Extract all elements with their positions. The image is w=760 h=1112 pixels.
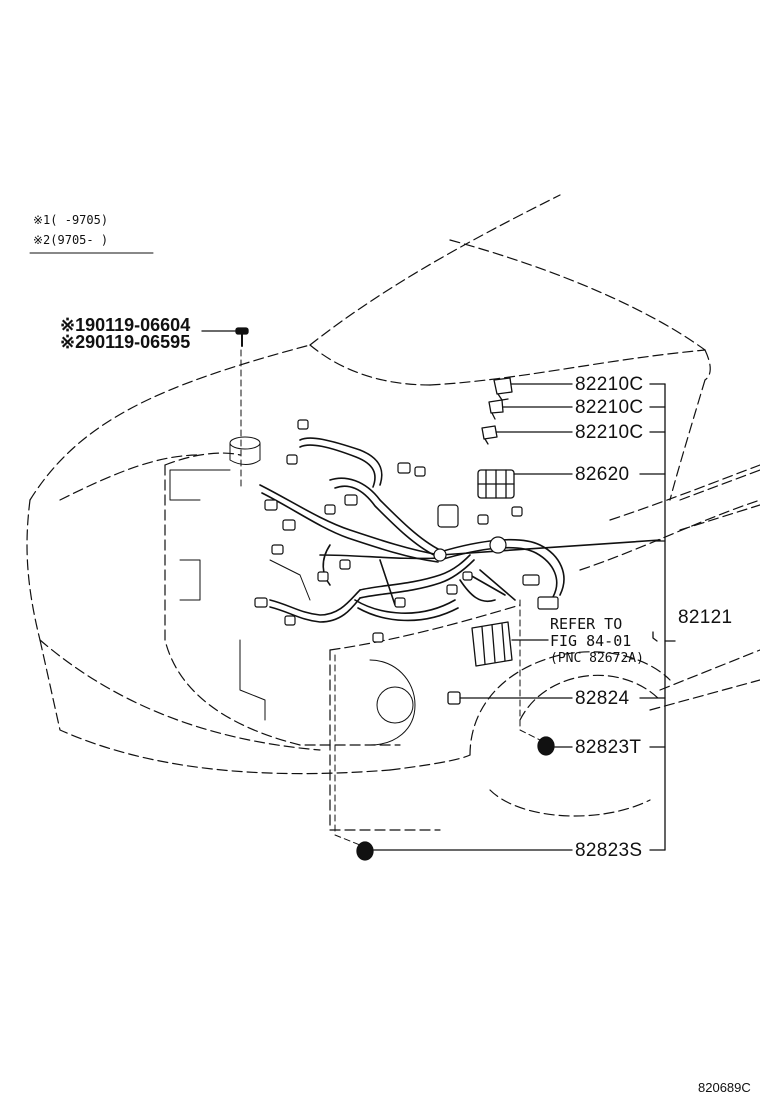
grommet-82823t-dashed-line [519,599,541,741]
refer-to-line-3: (PNC 82672A) [550,651,644,666]
legend-line-2: ※2(9705- ) [33,233,109,247]
refer-to-line-1: REFER TO [550,615,623,633]
clip-82210c-icons [481,377,513,445]
figure-code: 820689C [698,1080,751,1095]
grommet-82823s-dashed-line [334,654,361,846]
grommet-82823t-icon [537,736,555,756]
callout-82823t: 82823T [575,737,642,758]
callout-82121: 82121 [678,607,733,628]
callout-82210c-3: 82210C [575,422,644,443]
relay-block-icon [477,469,515,499]
refer-to-line-2: FIG 84-01 [550,632,632,650]
car-body-outline [26,194,760,831]
wire-harness [259,437,661,623]
grommet-82823s-icon [356,841,374,861]
clip-82824-icon [447,691,461,705]
callout-82210c-1: 82210C [575,374,644,395]
connectors [254,419,559,643]
leader-lines [373,383,573,851]
callout-bracket [639,383,676,851]
callout-82823s: 82823S [575,840,643,861]
bolt-icon [235,327,249,347]
legend-line-1: ※1( -9705) [33,213,109,227]
callout-82210c-2: 82210C [575,397,644,418]
callout-82620: 82620 [575,464,630,485]
engine-details [169,436,416,746]
bolt-part-number-1: ※190119-06604 [60,315,191,335]
fuse-box-icon [471,621,513,667]
callout-82824: 82824 [575,688,630,709]
bolt-part-number-2: ※290119-06595 [60,332,191,352]
